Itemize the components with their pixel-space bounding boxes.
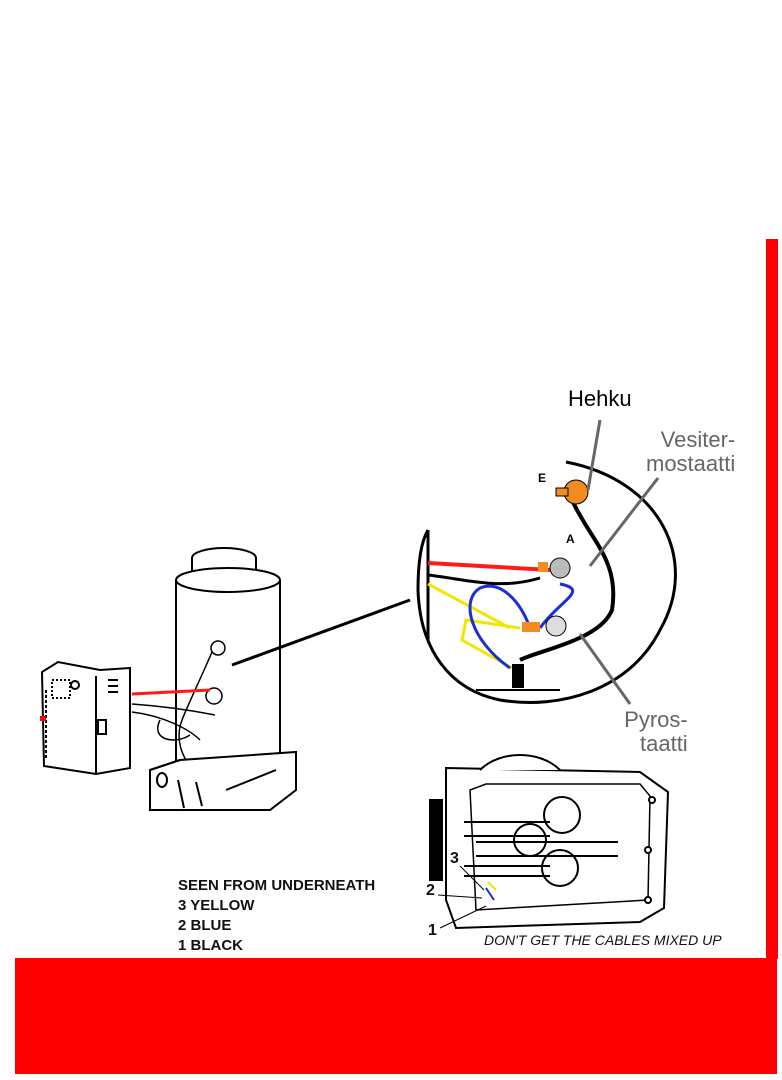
red-wire	[427, 561, 551, 572]
underside-yellow-wire	[487, 881, 497, 891]
heater-red-wire	[131, 688, 211, 696]
label-water-thermostat-line2: mostaatti	[646, 451, 736, 476]
connector-a-label: A	[566, 532, 575, 546]
callout-number-2: 2	[426, 882, 435, 899]
legend-item: 1 BLACK	[178, 937, 244, 954]
bottom-accent-band	[15, 958, 777, 1074]
pyrostat	[522, 615, 567, 637]
label-water-thermostat: Vesiter- mostaatti	[646, 428, 735, 476]
control-box-red-mark	[40, 716, 46, 721]
label-water-thermostat-line1: Vesiter-	[660, 427, 736, 452]
label-pyrostat: Pyros- taatti	[620, 708, 688, 756]
water-thermostat	[538, 557, 571, 579]
legend-item: 2 BLUE	[178, 917, 232, 934]
callout-lines	[437, 865, 487, 929]
heater-body	[149, 547, 297, 811]
yellow-wire-2	[460, 618, 521, 670]
connector-e-label: E	[538, 471, 546, 485]
legend-title: SEEN FROM UNDERNEATH	[178, 877, 376, 894]
label-pointers	[578, 419, 660, 705]
underside-blue-wire	[485, 887, 495, 901]
detail-circle	[416, 460, 677, 704]
callout-number-1: 1	[428, 922, 437, 939]
warning-caption: DON'T GET THE CABLES MIXED UP	[484, 932, 722, 948]
control-box	[40, 660, 131, 776]
legend-item: 3 YELLOW	[178, 897, 255, 914]
heater-wiring	[131, 640, 226, 761]
underneath-view	[429, 754, 670, 930]
right-accent-bar	[766, 239, 778, 959]
blue-wire-1	[468, 584, 532, 670]
label-glow-plug: Hehku	[568, 386, 632, 411]
label-pyrostat-line2: taatti	[640, 731, 688, 756]
black-wire-a	[427, 573, 541, 586]
cable-grommet	[512, 664, 524, 688]
callout-number-3: 3	[450, 850, 459, 867]
wire-legend: SEEN FROM UNDERNEATH 3 YELLOW 2 BLUE 1 B…	[178, 876, 375, 956]
zoom-leader-line	[231, 598, 411, 667]
glow-plug	[555, 479, 589, 505]
blue-wire-2	[538, 582, 575, 629]
label-pyrostat-line1: Pyros-	[624, 707, 688, 732]
black-wire-main	[519, 499, 616, 662]
